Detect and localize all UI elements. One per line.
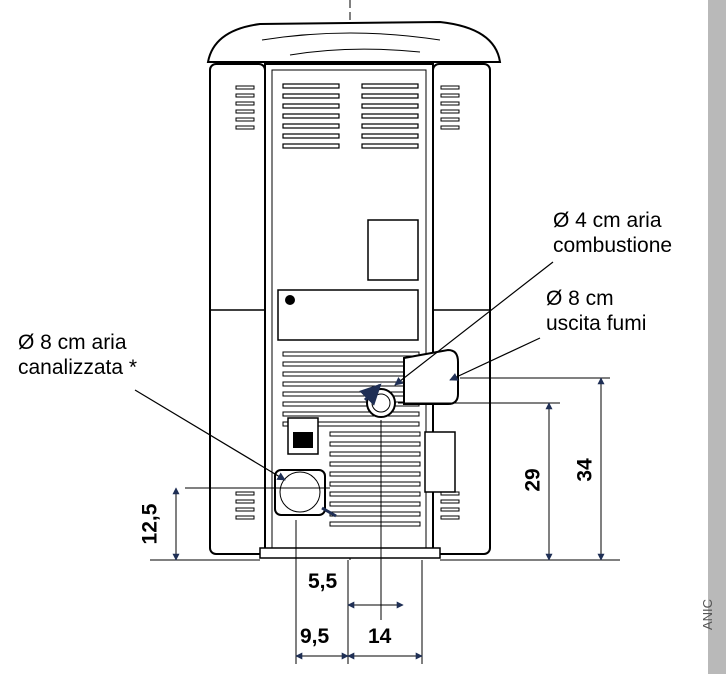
label-flue-outlet: Ø 8 cm uscita fumi (546, 286, 646, 336)
left-side-panel (209, 63, 266, 555)
middle-panel (277, 289, 419, 341)
ducted-air-outlet (274, 469, 326, 516)
leader-combustion (394, 261, 554, 386)
label-flue-outlet-line2: uscita fumi (546, 312, 647, 335)
label-combustion-air-line2: combustione (553, 234, 673, 257)
stove-top-cap (206, 20, 502, 63)
label-ducted-air: Ø 8 cm aria canalizzata * (18, 330, 137, 380)
dim-value-12-5: 12,5 (138, 503, 162, 545)
label-combustion-air-line1: Ø 4 cm aria (553, 209, 662, 232)
label-ducted-air-line1: Ø 8 cm aria (18, 331, 127, 354)
upper-vents (282, 83, 419, 149)
stove-base (259, 547, 441, 559)
dim-value-9-5: 9,5 (300, 625, 330, 648)
label-ducted-air-line2: canalizzata * (18, 356, 138, 379)
inspection-plate (367, 219, 419, 281)
dim-value-5-5: 5,5 (308, 570, 338, 593)
dim-value-29: 29 (521, 468, 545, 492)
label-combustion-air: Ø 4 cm aria combustione (553, 208, 672, 258)
leader-ducted (134, 389, 286, 481)
flue-outlet-box (403, 348, 459, 405)
dim-value-34: 34 (573, 458, 597, 482)
leader-flue (449, 337, 541, 381)
label-flue-outlet-line1: Ø 8 cm (546, 287, 614, 310)
dim-value-14: 14 (368, 625, 392, 648)
right-margin-bar (708, 0, 726, 674)
